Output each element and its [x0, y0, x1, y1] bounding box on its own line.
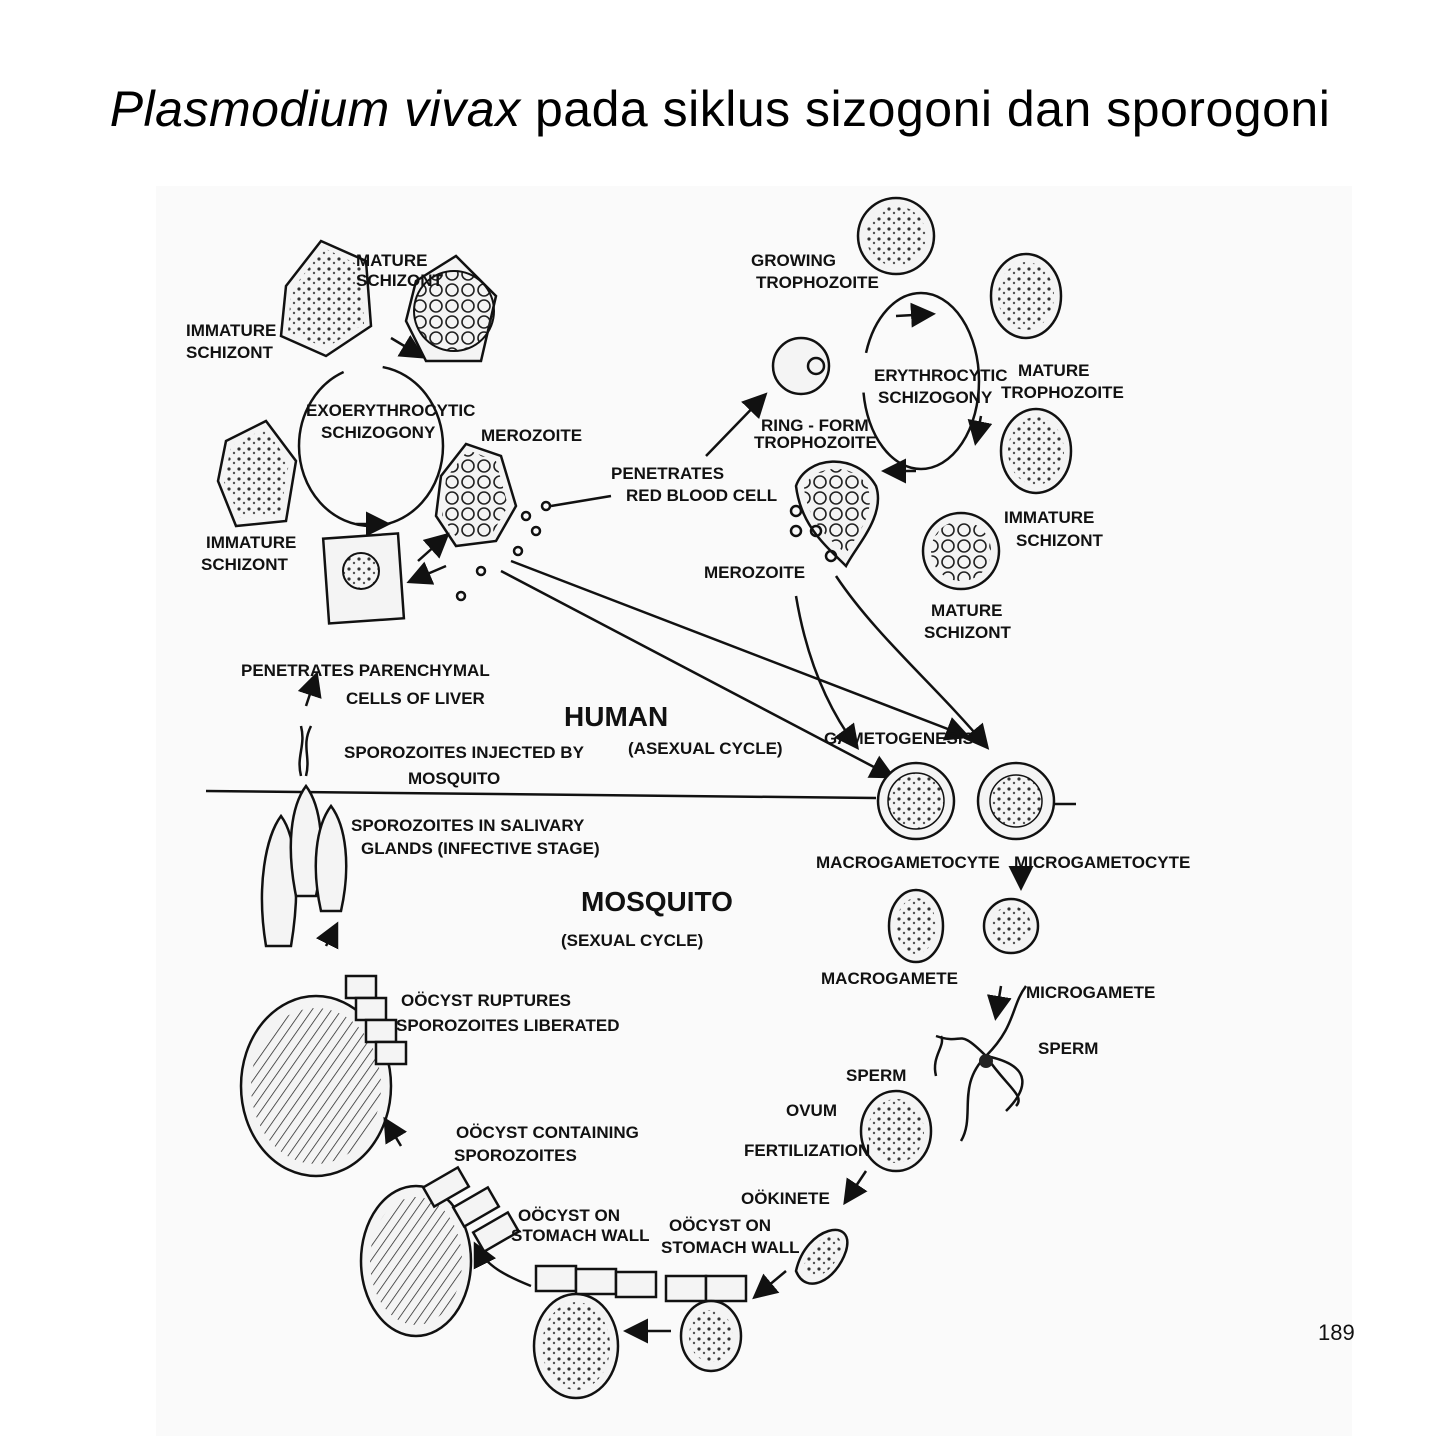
- label-merozoite-liver: MEROZOITE: [481, 426, 582, 445]
- label-sexual-cycle: (SEXUAL CYCLE): [561, 931, 703, 950]
- label-oocyst-containing-2: SPOROZOITES: [454, 1146, 577, 1165]
- life-cycle-diagram: MATURE SCHIZONT IMMATURE SCHIZONT EXOERY…: [156, 186, 1352, 1436]
- exoerythrocytic-cycle-arrow: [297, 364, 445, 528]
- sperm-flagella: [935, 985, 1028, 1142]
- label-oocyst-containing-1: OÖCYST CONTAINING: [456, 1123, 639, 1142]
- label-ring-form-2: TROPHOZOITE: [754, 433, 877, 452]
- label-microgamete: MICROGAMETE: [1026, 983, 1155, 1002]
- label-penetrates-liver-2: CELLS OF LIVER: [346, 689, 485, 708]
- label-erythrocytic-1: ERYTHROCYTIC: [874, 366, 1008, 385]
- label-sporozoites-injected-2: MOSQUITO: [408, 769, 500, 788]
- page-number: 189: [1318, 1320, 1355, 1345]
- label-sperm-right: SPERM: [1038, 1039, 1098, 1058]
- label-asexual-cycle: (ASEXUAL CYCLE): [628, 739, 783, 758]
- label-mature-schizont-rbc-2: SCHIZONT: [924, 623, 1012, 642]
- label-fertilization: FERTILIZATION: [744, 1141, 870, 1160]
- human-mosquito-divider: [205, 789, 877, 800]
- label-immature-schizont-rbc-1: IMMATURE: [1004, 508, 1094, 527]
- label-mature-schizont-rbc-1: MATURE: [931, 601, 1002, 620]
- label-mosquito: MOSQUITO: [581, 886, 733, 917]
- label-macrogametocyte: MACROGAMETOCYTE: [816, 853, 1000, 872]
- label-sporozoites-injected-1: SPOROZOITES INJECTED BY: [344, 743, 585, 762]
- diagram-drawing: MATURE SCHIZONT IMMATURE SCHIZONT EXOERY…: [186, 196, 1190, 1400]
- label-ookinete: OÖKINETE: [741, 1189, 830, 1208]
- stomach-wall: [239, 974, 748, 1400]
- label-mature-trophozoite-1: MATURE: [1018, 361, 1089, 380]
- label-immature-schizont-bottom-1: IMMATURE: [206, 533, 296, 552]
- label-immature-schizont-rbc-2: SCHIZONT: [1016, 531, 1104, 550]
- label-mature-trophozoite-2: TROPHOZOITE: [1001, 383, 1124, 402]
- page-title: Plasmodium vivax pada siklus sizogoni da…: [0, 80, 1440, 138]
- title-rest: pada siklus sizogoni dan sporogoni: [535, 81, 1331, 137]
- rbc-cycle: [550, 196, 1073, 591]
- label-penetrates-liver-1: PENETRATES PARENCHYMAL: [241, 661, 490, 680]
- gametogenesis-arrows: [500, 559, 990, 779]
- salivary-glands: [260, 671, 348, 950]
- title-species: Plasmodium vivax: [109, 81, 521, 137]
- erythrocytic-cycle-arrow: [861, 291, 981, 471]
- label-gametogenesis: GAMETOGENESIS: [824, 729, 974, 748]
- label-exoerythrocytic-2: SCHIZOGONY: [321, 423, 436, 442]
- label-immature-schizont-bottom-2: SCHIZONT: [201, 555, 289, 574]
- label-erythrocytic-2: SCHIZOGONY: [878, 388, 993, 407]
- label-oocyst-wall-left-2: STOMACH WALL: [511, 1226, 650, 1245]
- sexual-stage-cells: [752, 761, 1056, 1300]
- labels: MATURE SCHIZONT IMMATURE SCHIZONT EXOERY…: [186, 251, 1190, 1257]
- label-oocyst-wall-right-1: OÖCYST ON: [669, 1216, 771, 1235]
- label-oocyst-wall-left-1: OÖCYST ON: [518, 1206, 620, 1225]
- label-oocyst-ruptures-2: SPOROZOITES LIBERATED: [396, 1016, 620, 1035]
- label-growing-trophozoite-2: TROPHOZOITE: [756, 273, 879, 292]
- label-exoerythrocytic-1: EXOERYTHROCYTIC: [306, 401, 475, 420]
- label-immature-schizont-top-1: IMMATURE: [186, 321, 276, 340]
- label-growing-trophozoite-1: GROWING: [751, 251, 836, 270]
- label-mature-schizont-liver-2: SCHIZONT: [356, 271, 444, 290]
- liver-cycle: [216, 239, 552, 625]
- label-human: HUMAN: [564, 701, 668, 732]
- label-oocyst-wall-right-2: STOMACH WALL: [661, 1238, 800, 1257]
- label-microgametocyte: MICROGAMETOCYTE: [1014, 853, 1190, 872]
- label-ovum: OVUM: [786, 1101, 837, 1120]
- label-sporozoites-salivary-1: SPOROZOITES IN SALIVARY: [351, 816, 585, 835]
- label-mature-schizont-liver-1: MATURE: [356, 251, 427, 270]
- label-macrogamete: MACROGAMETE: [821, 969, 958, 988]
- label-ring-form-1: RING - FORM: [761, 416, 869, 435]
- label-immature-schizont-top-2: SCHIZONT: [186, 343, 274, 362]
- ring-form-trophozoite-cell: [771, 336, 831, 396]
- label-oocyst-ruptures-1: OÖCYST RUPTURES: [401, 991, 571, 1010]
- label-merozoite-rbc: MEROZOITE: [704, 563, 805, 582]
- label-penetrates-rbc-2: RED BLOOD CELL: [626, 486, 777, 505]
- label-sperm-left: SPERM: [846, 1066, 906, 1085]
- label-penetrates-rbc-1: PENETRATES: [611, 464, 724, 483]
- label-sporozoites-salivary-2: GLANDS (INFECTIVE STAGE): [361, 839, 600, 858]
